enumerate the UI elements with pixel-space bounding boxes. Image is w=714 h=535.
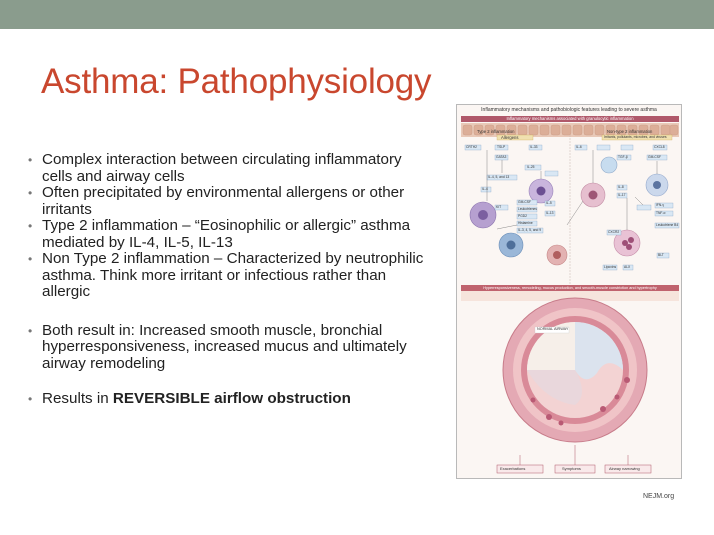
figure-header-band: Inflammatory mechanisms associated with … (461, 116, 679, 122)
cytokine-label: IL-13 (546, 211, 554, 215)
bullet-item: Type 2 inflammation – “Eosinophilic or a… (27, 217, 432, 251)
cytokine-label: KIT (496, 205, 502, 209)
outcome-exacerbations: Exacerbations (500, 466, 526, 471)
cytokine-label: IFN-γ (656, 203, 665, 207)
type2-label: Type 2 inflammation (477, 129, 515, 134)
figure-illustration (461, 123, 680, 474)
bullet-item: Complex interaction between circulating … (27, 151, 432, 185)
nontype2-label: Non-type 2 inflammation (607, 129, 653, 134)
cytokine-label: IL-3, 4, 5, and 9 (518, 228, 542, 232)
cytokine-label: GM-CSF (518, 200, 532, 204)
outcome-airway-narrowing: Airway narrowing (609, 466, 640, 471)
bullet-item: Often precipitated by environmental alle… (27, 184, 432, 218)
bullet-item: Non Type 2 inflammation – Characterized … (27, 250, 432, 301)
cytokine-label: IL-6 (576, 145, 582, 149)
cytokine-label: IL-5 (546, 201, 552, 205)
nontype2-trigger: Irritants, pollutants, microbes, and vir… (604, 135, 667, 139)
cytokine-label: Leukotrienes (518, 207, 537, 211)
bullet-list: Complex interaction between circulating … (27, 151, 432, 408)
type2-trigger: Allergens (501, 135, 519, 140)
cytokine-label: BLT (658, 253, 664, 257)
cytokine-label: Leukotriene B4 (656, 223, 679, 227)
conclusion-prefix: Results in (42, 390, 113, 407)
cytokine-label: GM-CSF (648, 155, 662, 159)
cytokine-label: CXCL8 (654, 145, 665, 149)
cytokine-label: TGF-β (618, 155, 628, 159)
normal-airway-label: NORMAL AIRWAY (537, 327, 569, 331)
cytokine-label: TNF-α (656, 211, 666, 215)
cytokine-label: IL-4 (482, 187, 488, 191)
source-credit: NEJM.org (643, 493, 675, 500)
cytokine-label: IL-8 (618, 185, 624, 189)
cytokine-label: PGD2 (518, 214, 527, 218)
cytokine-label: IL-17 (618, 193, 626, 197)
cytokine-label: CXCR2 (608, 230, 620, 234)
conclusion-emphasis: REVERSIBLE airflow obstruction (112, 390, 351, 407)
bullet-item-conclusion: Results in REVERSIBLE airflow obstructio… (27, 390, 432, 408)
cytokine-label: Histamine (518, 221, 533, 225)
outcome-symptoms: Symptoms (562, 466, 581, 471)
cytokine-label: TSLP (497, 145, 506, 149)
slide-title: Asthma: Pathophysiology (41, 62, 432, 101)
hyperresponsiveness-band: Hyperresponsiveness, remodeling, mucus p… (461, 285, 679, 291)
top-color-bar (0, 0, 714, 29)
cytokine-label: ALX (624, 265, 631, 269)
figure-title: Inflammatory mechanisms and pathobiologi… (481, 107, 657, 113)
cytokine-label: IL-4, 5, and 13 (488, 175, 510, 179)
cytokine-label: CRTH2 (466, 145, 477, 149)
cytokine-label: IL-25 (527, 165, 535, 169)
cytokine-label: IL-33 (530, 145, 538, 149)
cytokine-label: Lipoxins (604, 265, 617, 269)
pathophysiology-figure: Inflammatory mechanisms and pathobiologi… (456, 104, 682, 479)
bullet-item: Both result in: Increased smooth muscle,… (27, 322, 432, 373)
cytokine-label: GATA3 (496, 155, 507, 159)
